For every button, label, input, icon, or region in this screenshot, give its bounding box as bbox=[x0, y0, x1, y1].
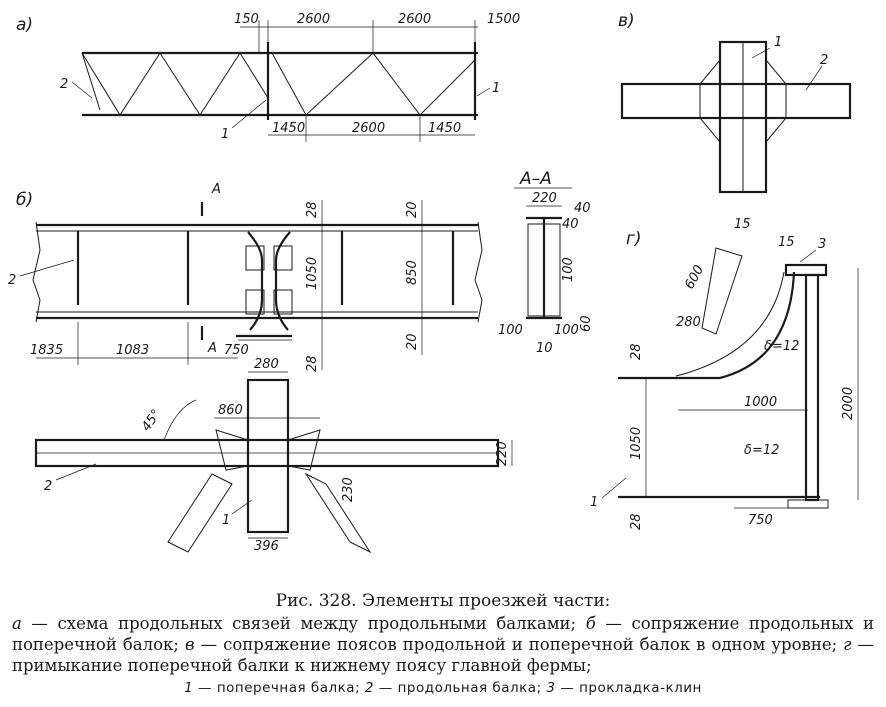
caption-letter-a: а bbox=[12, 614, 22, 633]
figure-legend: 1 — поперечная балка; 2 — продольная бал… bbox=[0, 680, 886, 696]
g-dim-280: 280 bbox=[676, 315, 701, 330]
dim-a-2600-1: 2600 bbox=[297, 12, 330, 27]
engineering-drawing: а) 150 2600 2600 1500 1450 2600 1450 2 1 bbox=[8, 11, 859, 554]
legend-text-3: — прокладка-клин bbox=[555, 680, 702, 696]
callout-a-1-right: 1 bbox=[492, 81, 500, 96]
caption-text-b: — сопряжение продольных и поперечной бал… bbox=[12, 614, 874, 654]
dim-a-1450-2: 1450 bbox=[428, 121, 461, 136]
panel-a-label: а) bbox=[16, 15, 33, 35]
caption-letter-v: в bbox=[184, 635, 195, 654]
dim-a-1450-1: 1450 bbox=[272, 121, 305, 136]
dim-b-28-top: 28 bbox=[305, 201, 320, 218]
dim-b-750: 750 bbox=[224, 343, 249, 358]
legend-num-1: 1 bbox=[184, 680, 194, 696]
caption-letter-g: г bbox=[843, 635, 852, 654]
section-mark-a-top: А bbox=[211, 182, 221, 197]
panel-g-label: г) bbox=[626, 229, 642, 249]
dim-b-28-bottom: 28 bbox=[305, 355, 320, 372]
dim-b-1835: 1835 bbox=[30, 343, 63, 358]
figure-caption-body: а — схема продольных связей между продол… bbox=[12, 613, 874, 676]
legend-text-2: — продольная балка; bbox=[374, 680, 547, 696]
g-dim-600: 600 bbox=[682, 263, 707, 292]
dim-b-1083: 1083 bbox=[116, 343, 149, 358]
aa-dim-220: 220 bbox=[532, 191, 557, 206]
callout-plan-2: 2 bbox=[44, 479, 52, 494]
callout-g-1: 1 bbox=[590, 495, 598, 510]
dim-b-20-top: 20 bbox=[405, 201, 420, 218]
dim-b-20-bottom: 20 bbox=[405, 333, 420, 350]
g-plate-note-1: δ=12 bbox=[764, 339, 799, 354]
panel-g-attachment: г) 15 15 600 280 28 1000 1050 2000 28 75… bbox=[590, 217, 859, 530]
legend-num-2: 2 bbox=[364, 680, 374, 696]
aa-dim-100-right: 100 bbox=[554, 323, 579, 338]
g-dim-1050: 1050 bbox=[629, 427, 644, 460]
caption-letter-b: б bbox=[585, 614, 596, 633]
section-a-a: А–А 220 40 40 100 100 100 60 10 bbox=[498, 169, 594, 356]
plan-dim-860: 860 bbox=[218, 403, 243, 418]
caption-text-v: — сопряжение поясов продольной и попереч… bbox=[194, 635, 844, 654]
plan-dim-396: 396 bbox=[254, 539, 279, 554]
aa-dim-10: 10 bbox=[536, 341, 553, 356]
plan-dim-220: 220 bbox=[495, 441, 510, 466]
caption-text-g: — примыкание поперечной балки к нижнему … bbox=[12, 635, 875, 675]
plan-dim-230: 230 bbox=[341, 477, 356, 502]
dim-b-850: 850 bbox=[405, 260, 420, 285]
g-plate-note-2: δ=12 bbox=[744, 443, 779, 458]
g-dim-15-1: 15 bbox=[734, 217, 751, 232]
g-dim-750: 750 bbox=[748, 513, 773, 528]
g-dim-15-2: 15 bbox=[778, 235, 795, 250]
aa-dim-40-1: 40 bbox=[574, 201, 591, 216]
dim-a-2600-3: 2600 bbox=[352, 121, 385, 136]
callout-v-2: 2 bbox=[820, 53, 828, 68]
callout-a-1-left: 1 bbox=[221, 127, 229, 142]
panel-v-flange-joint: в) 1 2 bbox=[618, 11, 852, 194]
aa-dim-100-left: 100 bbox=[498, 323, 523, 338]
plan-dim-280: 280 bbox=[254, 357, 279, 372]
callout-a-2: 2 bbox=[60, 77, 68, 92]
plan-dim-45deg: 45° bbox=[139, 407, 165, 434]
aa-dim-60: 60 bbox=[579, 315, 594, 332]
aa-dim-100-v: 100 bbox=[561, 257, 576, 282]
g-dim-28-bottom: 28 bbox=[629, 513, 644, 530]
callout-b-2: 2 bbox=[8, 273, 16, 288]
section-mark-a-bottom: А bbox=[207, 341, 217, 356]
panel-b-label: б) bbox=[16, 190, 33, 210]
dim-a-150: 150 bbox=[234, 12, 259, 27]
section-aa-title: А–А bbox=[519, 169, 552, 189]
g-dim-28-top: 28 bbox=[629, 343, 644, 360]
legend-num-3: 3 bbox=[546, 680, 556, 696]
panel-b-beam-connection: б) А А 28 1050 20 850 20 28 bbox=[8, 182, 483, 372]
figure-caption-title: Рис. 328. Элементы проезжей части: bbox=[275, 591, 611, 611]
g-dim-2000: 2000 bbox=[841, 387, 856, 420]
aa-dim-40-2: 40 bbox=[562, 217, 579, 232]
dim-b-1050: 1050 bbox=[305, 257, 320, 290]
panel-a-bracing-scheme: а) 150 2600 2600 1500 1450 2600 1450 2 1 bbox=[16, 12, 520, 142]
plan-view-joint: 280 860 45° 220 230 396 2 1 bbox=[34, 357, 513, 554]
legend-text-1: — поперечная балка; bbox=[193, 680, 365, 696]
caption-text-a: — схема продольных связей между продольн… bbox=[21, 614, 586, 633]
callout-v-1: 1 bbox=[774, 35, 782, 50]
panel-v-label: в) bbox=[618, 11, 635, 31]
callout-g-3: 3 bbox=[818, 237, 826, 252]
g-dim-1000: 1000 bbox=[744, 395, 777, 410]
dim-a-1500: 1500 bbox=[487, 12, 520, 27]
callout-plan-1: 1 bbox=[222, 513, 230, 528]
dim-a-2600-2: 2600 bbox=[398, 12, 431, 27]
